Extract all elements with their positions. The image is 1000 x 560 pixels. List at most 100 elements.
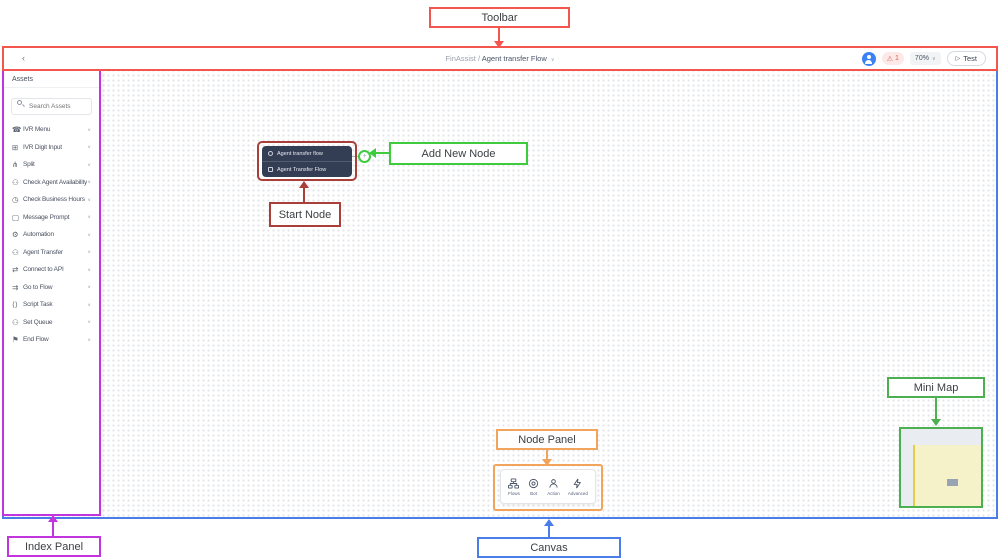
sidebar-item-check-business-hours[interactable]: ◷ Check Business Hours ∨ <box>12 195 91 205</box>
gear-icon: ⚙ <box>12 230 19 240</box>
annotation-toolbar-arrow-line <box>498 28 500 41</box>
breadcrumb[interactable]: FinAssist / Agent transfer Flow ∨ <box>4 54 996 63</box>
annotation-canvas-arrow-line <box>548 526 550 537</box>
flow-canvas[interactable] <box>2 69 998 519</box>
annotation-start-node-highlight-box <box>257 141 357 181</box>
breadcrumb-separator: / <box>477 54 481 63</box>
annotation-mini-map-label: Mini Map <box>887 377 985 398</box>
chevron-down-icon: ∨ <box>87 179 91 185</box>
annotation-node-panel-label: Node Panel <box>496 429 598 450</box>
api-icon: ⇄ <box>12 265 19 275</box>
annotation-start-node-arrow-line <box>303 188 305 202</box>
message-icon: ▢ <box>12 212 20 222</box>
add-node-button[interactable]: + <box>358 150 371 163</box>
warning-count: 1 <box>895 55 899 62</box>
chevron-down-icon: ∨ <box>931 55 936 62</box>
annotation-mini-map-arrowhead <box>931 419 941 426</box>
mini-map[interactable] <box>899 427 983 508</box>
assets-panel-title: Assets <box>4 71 99 88</box>
search-input[interactable] <box>11 98 92 115</box>
sidebar-item-end-flow[interactable]: ⚑ End Flow ∨ <box>12 335 91 345</box>
chevron-down-icon: ∨ <box>87 284 91 290</box>
phone-icon: ☎ <box>12 125 22 135</box>
node-type-icon <box>268 151 273 156</box>
asset-search <box>11 95 92 115</box>
breadcrumb-parent[interactable]: FinAssist <box>445 54 476 63</box>
sidebar-item-ivr-digit-input[interactable]: ⊞ IVR Digit Input ∨ <box>12 142 91 152</box>
warnings-badge[interactable]: ⚠ 1 <box>881 52 904 65</box>
sidebar-item-set-queue[interactable]: ⚇ Set Queue ∨ <box>12 317 91 327</box>
annotation-mini-map-arrow-line <box>935 398 937 419</box>
script-icon: ⟨⟩ <box>12 300 18 310</box>
chevron-down-icon: ∨ <box>87 267 91 273</box>
start-node[interactable]: Agent transfer flow Agent Transfer Flow <box>262 146 352 177</box>
keypad-icon: ⊞ <box>12 142 19 152</box>
flag-icon: ⚑ <box>12 335 19 345</box>
asset-list: ☎ IVR Menu ∨ ⊞ IVR Digit Input ∨ ⋔ Split… <box>4 121 99 349</box>
flow-icon <box>268 167 273 172</box>
chevron-down-icon: ∨ <box>87 302 91 308</box>
node-panel-item-action[interactable]: Action <box>547 478 560 496</box>
chevron-down-icon: ∨ <box>87 197 91 203</box>
sidebar-item-message-prompt[interactable]: ▢ Message Prompt ∨ <box>12 212 91 222</box>
target-icon <box>528 478 539 488</box>
annotation-canvas-arrowhead <box>544 519 554 526</box>
start-node-header: Agent transfer flow <box>262 146 352 162</box>
annotation-node-panel-arrowhead <box>542 459 552 466</box>
clock-icon: ◷ <box>12 195 19 205</box>
plus-icon: + <box>362 153 367 160</box>
split-icon: ⋔ <box>12 160 19 170</box>
annotation-add-new-node-arrow-line <box>376 152 389 154</box>
chevron-down-icon: ∨ <box>87 249 91 255</box>
sidebar-item-agent-transfer[interactable]: ⚇ Agent Transfer ∨ <box>12 247 91 257</box>
person-icon: ⚇ <box>12 317 19 327</box>
annotation-node-panel-highlight-box <box>493 464 603 511</box>
chevron-down-icon: ∨ <box>87 319 91 325</box>
sidebar-item-script-task[interactable]: ⟨⟩ Script Task ∨ <box>12 300 91 310</box>
test-button-label: Test <box>963 54 977 63</box>
node-panel-item-advanced[interactable]: Advanced <box>568 478 588 496</box>
toolbar: ‹ FinAssist / Agent transfer Flow ∨ ⚠ 1 … <box>2 46 998 71</box>
sidebar-item-check-agent-availability[interactable]: ⚇ Check Agent Availability ∨ <box>12 177 91 187</box>
lightning-icon <box>573 478 582 488</box>
sidebar-item-split[interactable]: ⋔ Split ∨ <box>12 160 91 170</box>
breadcrumb-current[interactable]: Agent transfer Flow <box>481 54 547 63</box>
node-panel-item-bot[interactable]: Bot <box>528 478 539 496</box>
sitemap-icon <box>508 477 520 489</box>
chevron-down-icon: ∨ <box>87 127 91 133</box>
avatar[interactable] <box>861 51 876 66</box>
play-icon: ▷ <box>955 55 961 62</box>
node-panel: Flows Bot Action Advanced <box>500 469 596 504</box>
person-icon <box>549 478 558 488</box>
chevron-down-icon: ∨ <box>87 144 91 150</box>
annotation-start-node-arrowhead <box>299 181 309 188</box>
toolbar-right-cluster: ⚠ 1 70% ∨ ▷ Test <box>861 51 986 66</box>
zoom-level-dropdown[interactable]: 70% ∨ <box>909 52 941 65</box>
annotation-canvas-label: Canvas <box>477 537 621 558</box>
search-icon <box>17 100 22 105</box>
sidebar-item-connect-to-api[interactable]: ⇄ Connect to API ∨ <box>12 265 91 275</box>
sidebar-item-go-to-flow[interactable]: ⇉ Go to Flow ∨ <box>12 282 91 292</box>
annotation-index-panel-label: Index Panel <box>7 536 101 557</box>
mini-map-viewport[interactable] <box>913 445 981 506</box>
start-node-body: Agent Transfer Flow <box>262 162 352 177</box>
test-button[interactable]: ▷ Test <box>946 51 986 66</box>
chevron-down-icon[interactable]: ∨ <box>550 57 555 63</box>
annotation-toolbar-arrowhead <box>494 41 504 48</box>
zoom-level-value: 70% <box>914 55 929 62</box>
node-panel-item-flows[interactable]: Flows <box>508 477 520 496</box>
chevron-down-icon: ∨ <box>87 232 91 238</box>
goto-arrow-icon: ⇉ <box>12 282 19 292</box>
sidebar-item-ivr-menu[interactable]: ☎ IVR Menu ∨ <box>12 125 91 135</box>
annotation-index-panel-arrowhead <box>48 515 58 522</box>
annotation-index-panel-arrow-line <box>52 522 54 536</box>
sidebar-item-automation[interactable]: ⚙ Automation ∨ <box>12 230 91 240</box>
back-chevron-icon[interactable]: ‹ <box>22 53 25 63</box>
annotation-start-node-label: Start Node <box>269 202 341 227</box>
chevron-down-icon: ∨ <box>87 337 91 343</box>
warning-icon: ⚠ <box>886 54 894 63</box>
annotation-toolbar-label: Toolbar <box>429 7 570 28</box>
person-icon: ⚇ <box>12 177 19 187</box>
chevron-down-icon: ∨ <box>87 214 91 220</box>
mini-map-node-marker <box>947 479 958 486</box>
